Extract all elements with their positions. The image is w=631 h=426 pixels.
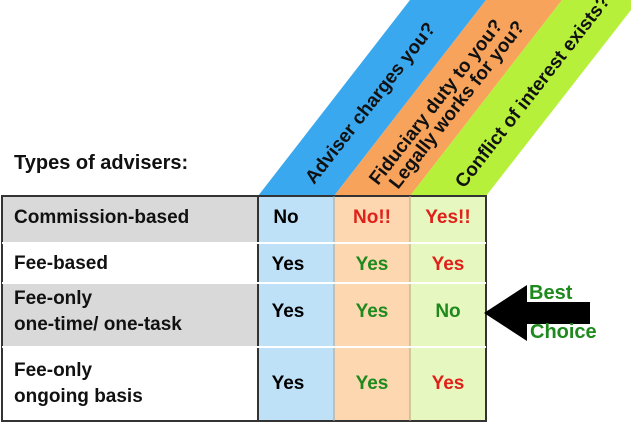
col-fill-fiduciary <box>334 196 410 421</box>
cell-fee-only-ongoing-fiduciary: Yes <box>355 373 389 394</box>
row-shade-3 <box>2 283 258 347</box>
header-band-conflict <box>410 0 631 196</box>
header-band-fiduciary <box>334 0 562 196</box>
cell-fee-only-one-time-conflict: No <box>435 301 461 322</box>
cell-fee-based-charges: Yes <box>271 254 305 275</box>
cell-fee-based-conflict: Yes <box>431 254 465 275</box>
best-choice-line2: Choice <box>530 321 597 343</box>
col-fill-charges <box>258 196 334 421</box>
cell-commission-conflict: Yes!! <box>425 207 471 228</box>
row-shade-1 <box>2 196 258 243</box>
cell-fee-only-ongoing-charges: Yes <box>271 373 305 394</box>
left-arrow-icon <box>484 285 590 341</box>
cell-commission-fiduciary: No!! <box>353 207 391 228</box>
cell-fee-only-one-time-fiduciary: Yes <box>355 301 389 322</box>
types-heading: Types of advisers: <box>14 152 189 174</box>
cell-fee-based-fiduciary: Yes <box>355 254 389 275</box>
best-choice-line1: Best <box>529 282 573 304</box>
header-band-charges <box>258 0 486 196</box>
col-fill-conflict <box>410 196 486 421</box>
cell-fee-only-ongoing-conflict: Yes <box>431 373 465 394</box>
cell-fee-only-one-time-charges: Yes <box>271 301 305 322</box>
row-label-commission: Commission-based <box>14 207 190 228</box>
table-border <box>1 195 487 422</box>
row-label-fee-based: Fee-based <box>14 253 108 274</box>
cell-commission-charges: No <box>273 207 299 228</box>
